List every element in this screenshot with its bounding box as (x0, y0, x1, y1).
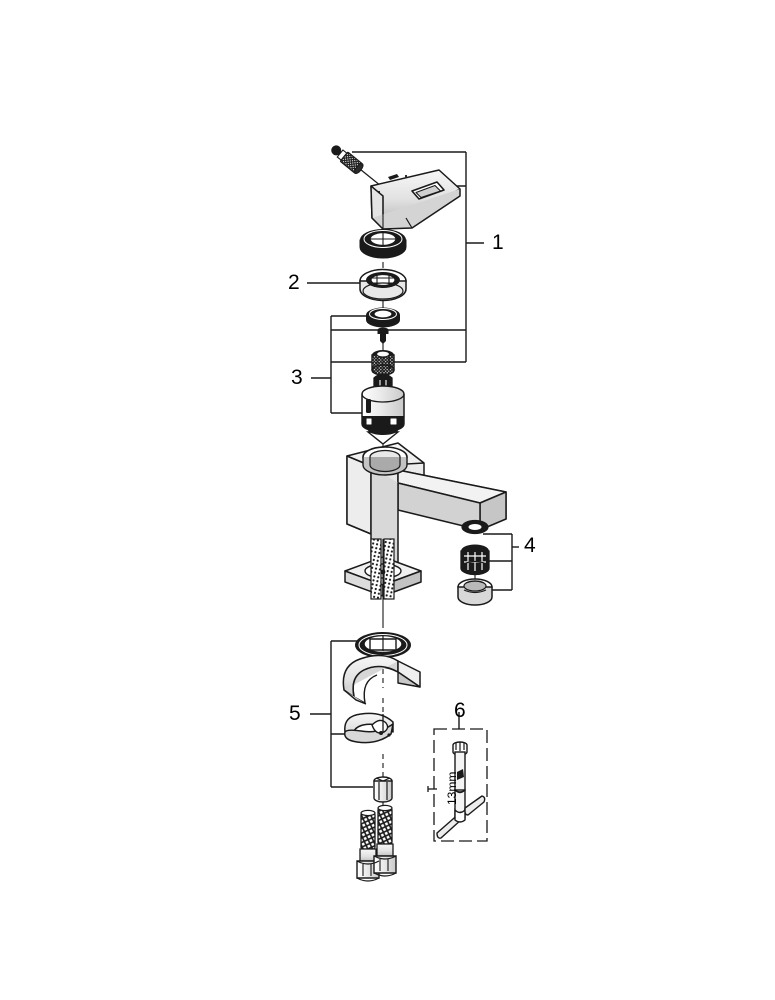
lever-handle-part-1 (370, 169, 461, 236)
fixing-nut-part-5 (373, 776, 393, 803)
upper-fixing-bracket-part-5 (342, 654, 421, 705)
callout-number-1: 1 (492, 231, 504, 254)
ceramic-cartridge-part-3 (361, 373, 405, 445)
callout-bracket-1 (352, 151, 484, 363)
grub-screw-part-1 (331, 145, 382, 187)
cap-cover-ring-part-2 (359, 229, 407, 259)
callout-number-2: 2 (288, 271, 300, 294)
aerator-housing-part-4 (457, 578, 493, 606)
faucet-body (344, 442, 507, 600)
callout-number-6: 6 (454, 699, 466, 722)
cartridge-lock-nut-part-3 (371, 350, 395, 376)
aerator-insert-part-4 (460, 544, 490, 576)
cartridge-screw-part-3 (377, 327, 389, 344)
callout-number-5: 5 (289, 702, 301, 725)
flexible-hoses (356, 804, 397, 882)
base-gasket-part-5 (355, 632, 411, 658)
aerator-seal-part-4 (461, 519, 489, 535)
retaining-nut-ring-part-2 (359, 268, 407, 302)
wrench-size-label: 13mm (445, 771, 459, 805)
tool-box-6 (433, 728, 488, 842)
callout-number-3: 3 (291, 366, 303, 389)
cap-washer-part-3 (366, 307, 400, 328)
service-wrench-part-6 (427, 741, 486, 839)
callout-number-4: 4 (524, 534, 536, 557)
lower-fixing-plate-part-5 (344, 712, 394, 744)
